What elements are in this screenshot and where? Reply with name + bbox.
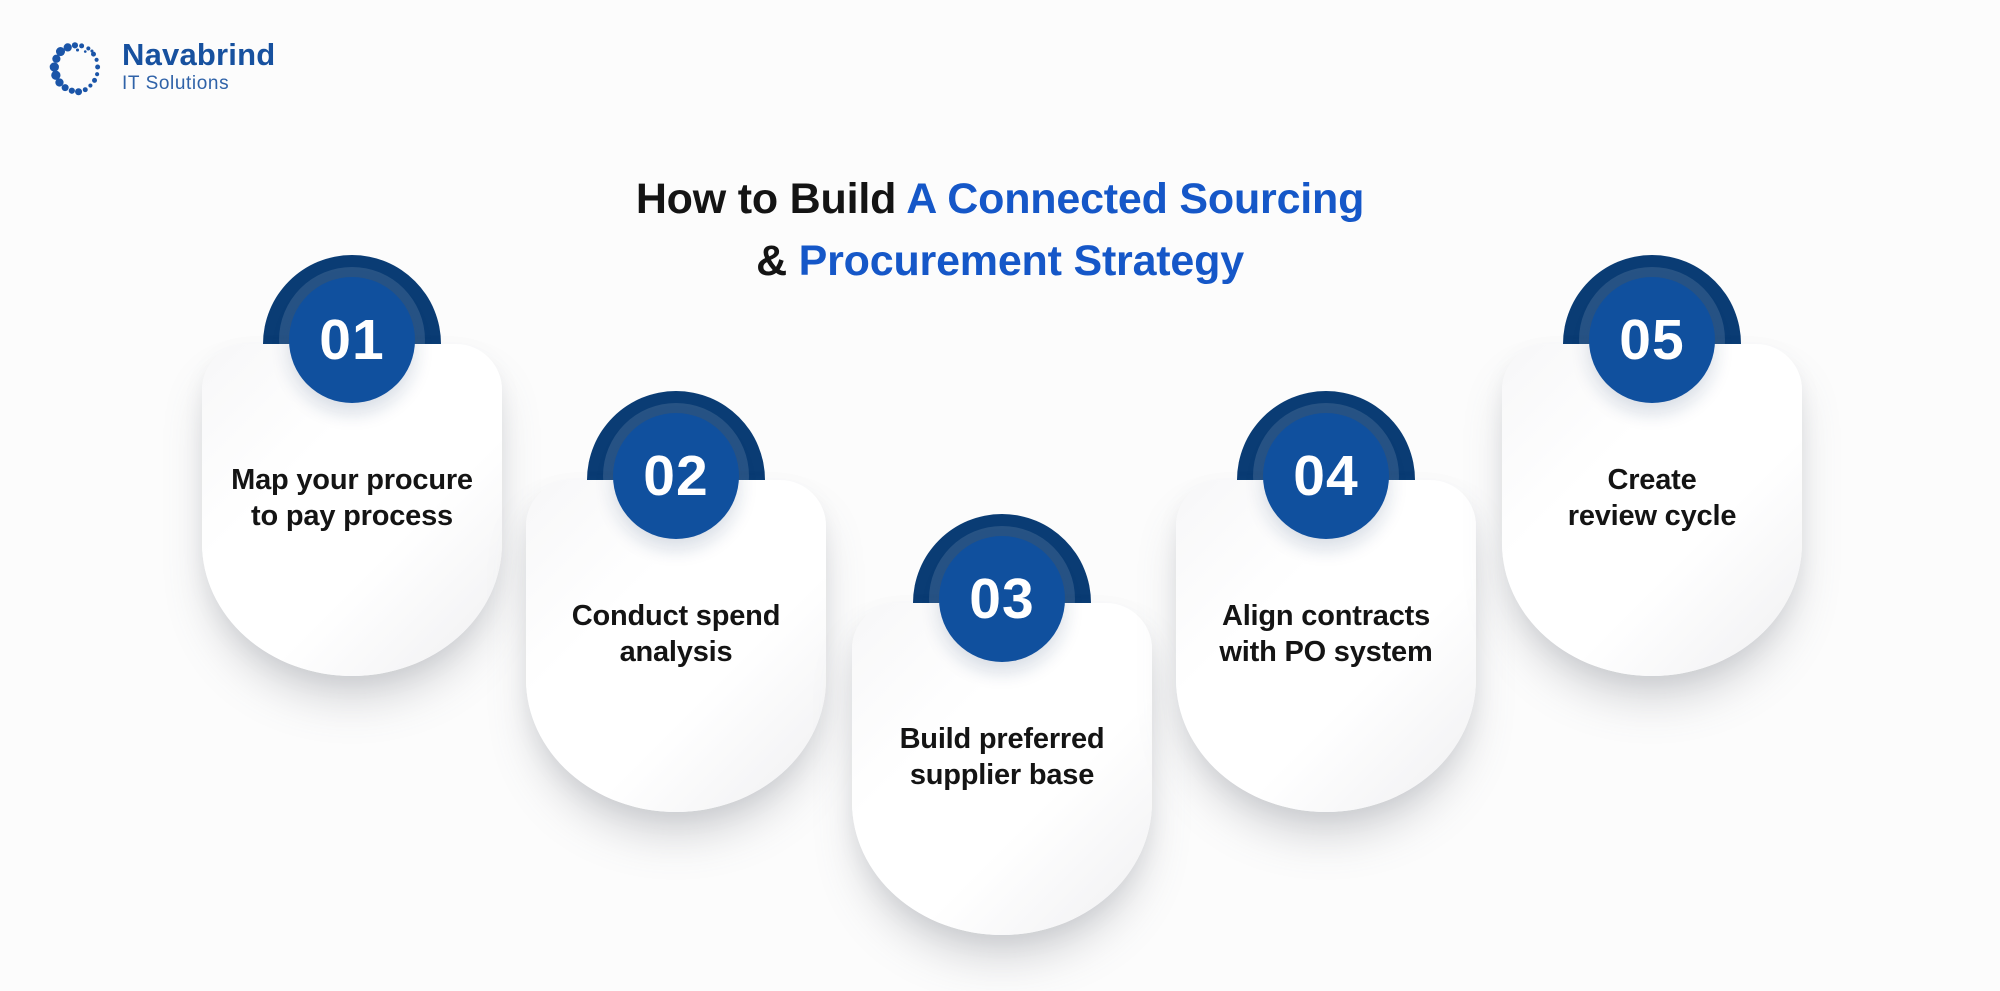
step-label-line1: Create [1607, 464, 1697, 496]
step-number: 01 [319, 308, 385, 372]
step-number-badge: 03 [939, 536, 1065, 662]
step-label-line2: with PO system [1219, 636, 1433, 668]
title-line1-blue: A Connected Sourcing [906, 175, 1365, 223]
logo-dots-icon [49, 42, 101, 96]
title-line1-dark: How to Build [635, 175, 907, 223]
step-number: 03 [969, 567, 1035, 631]
step-label: Map your procure to pay process [202, 462, 502, 534]
step-label-line1: Conduct spend [571, 600, 781, 632]
step-label-line1: Build preferred [899, 723, 1105, 755]
step-label-line1: Align contracts [1221, 600, 1431, 632]
step-number: 05 [1619, 308, 1685, 372]
step-label-line2: supplier base [909, 759, 1095, 791]
navabrind-logo: Navabrind IT Solutions [46, 34, 275, 100]
step-label: Conduct spend analysis [526, 598, 826, 670]
title-line-1: How to Build A Connected Sourcing [0, 168, 2000, 230]
step-number: 02 [643, 444, 709, 508]
step-label: Align contracts with PO system [1176, 598, 1476, 670]
step-number: 04 [1293, 444, 1359, 508]
step-card-03: Build preferred supplier base 03 [852, 514, 1152, 935]
infographic-title: How to Build A Connected Sourcing & Proc… [0, 168, 2000, 292]
title-line2-blue: Procurement Strategy [798, 237, 1244, 285]
step-label: Create review cycle [1502, 462, 1802, 534]
step-number-badge: 05 [1589, 277, 1715, 403]
step-number-badge: 02 [613, 413, 739, 539]
step-card-02: Conduct spend analysis 02 [526, 391, 826, 812]
step-number-badge: 01 [289, 277, 415, 403]
step-label: Build preferred supplier base [852, 721, 1152, 793]
title-line2-dark: & [756, 237, 799, 285]
step-card-01: Map your procure to pay process 01 [202, 255, 502, 676]
title-line-2: & Procurement Strategy [0, 230, 2000, 292]
step-label-line2: to pay process [251, 500, 453, 532]
step-label-line1: Map your procure [231, 464, 473, 496]
step-label-line2: analysis [619, 636, 733, 668]
step-card-04: Align contracts with PO system 04 [1176, 391, 1476, 812]
logo-name: Navabrind [122, 36, 276, 72]
step-number-badge: 04 [1263, 413, 1389, 539]
logo-subtitle: IT Solutions [122, 73, 230, 95]
step-label-line2: review cycle [1567, 500, 1737, 532]
step-card-05: Create review cycle 05 [1502, 255, 1802, 676]
